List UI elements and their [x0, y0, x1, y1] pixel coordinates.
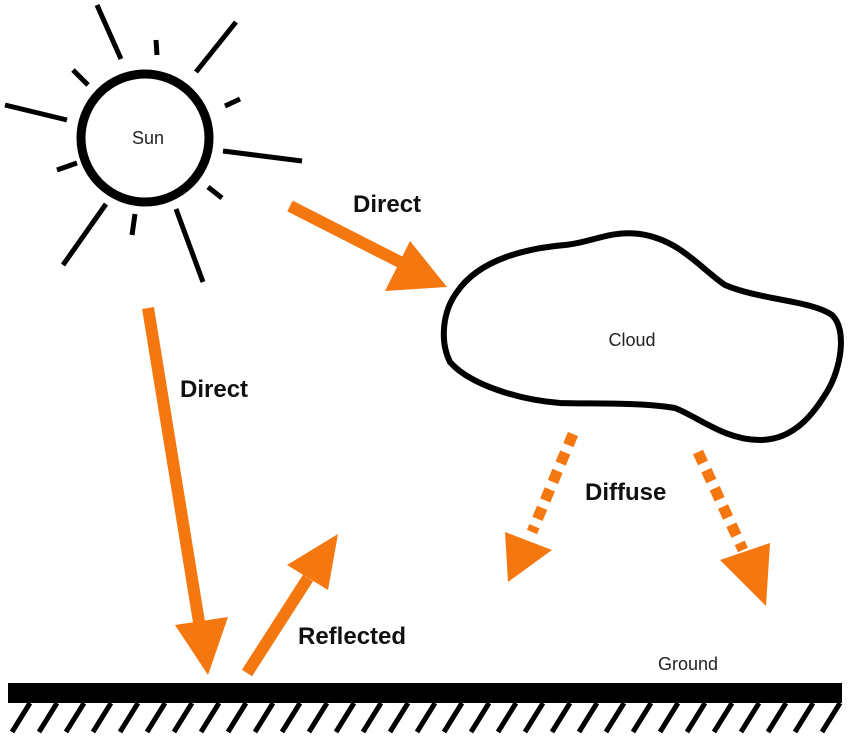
hatch-line	[765, 701, 789, 734]
sun-disc	[76, 69, 214, 207]
hatch-line	[252, 701, 276, 734]
ground-bar	[8, 683, 842, 703]
sun-label: Sun	[132, 128, 164, 148]
direct-arrow-to-ground	[142, 307, 228, 675]
hatch-line	[468, 701, 492, 734]
direct-label-ground: Direct	[180, 376, 248, 403]
hatch-line	[279, 701, 303, 734]
hatch-line	[306, 701, 330, 734]
ground: Ground	[8, 654, 843, 734]
hatch-line	[333, 701, 357, 734]
cloud-outline	[440, 230, 844, 443]
hatch-line	[63, 701, 87, 734]
hatch-line	[441, 701, 465, 734]
hatch-line	[387, 701, 411, 734]
diffuse-arrow-left	[505, 431, 579, 582]
hatch-line	[657, 701, 681, 734]
hatch-line	[414, 701, 438, 734]
hatch-line	[819, 701, 843, 734]
hatch-line	[522, 701, 546, 734]
direct-arrow-to-cloud	[287, 200, 447, 291]
diffuse-label: Diffuse	[585, 479, 666, 506]
hatch-line	[495, 701, 519, 734]
reflected-arrow	[241, 534, 338, 677]
hatch-line	[576, 701, 600, 734]
hatch-line	[711, 701, 735, 734]
reflected-label: Reflected	[298, 623, 406, 650]
hatch-line	[738, 701, 762, 734]
ground-label: Ground	[658, 654, 718, 674]
hatch-line	[117, 701, 141, 734]
sun-rays	[4, 3, 303, 283]
hatch-line	[549, 701, 573, 734]
hatch-line	[603, 701, 627, 734]
cloud: Cloud	[440, 230, 844, 443]
direct-label-cloud: Direct	[353, 191, 421, 218]
sun: Sun	[4, 3, 303, 283]
hatch-line	[9, 701, 33, 734]
hatch-line	[36, 701, 60, 734]
ground-hatching	[9, 701, 843, 734]
hatch-line	[630, 701, 654, 734]
diffuse-arrow-right	[693, 449, 770, 606]
hatch-line	[144, 701, 168, 734]
hatch-line	[171, 701, 195, 734]
hatch-line	[792, 701, 816, 734]
hatch-line	[684, 701, 708, 734]
hatch-line	[90, 701, 114, 734]
hatch-line	[360, 701, 384, 734]
hatch-line	[225, 701, 249, 734]
hatch-line	[198, 701, 222, 734]
cloud-label: Cloud	[608, 330, 655, 350]
